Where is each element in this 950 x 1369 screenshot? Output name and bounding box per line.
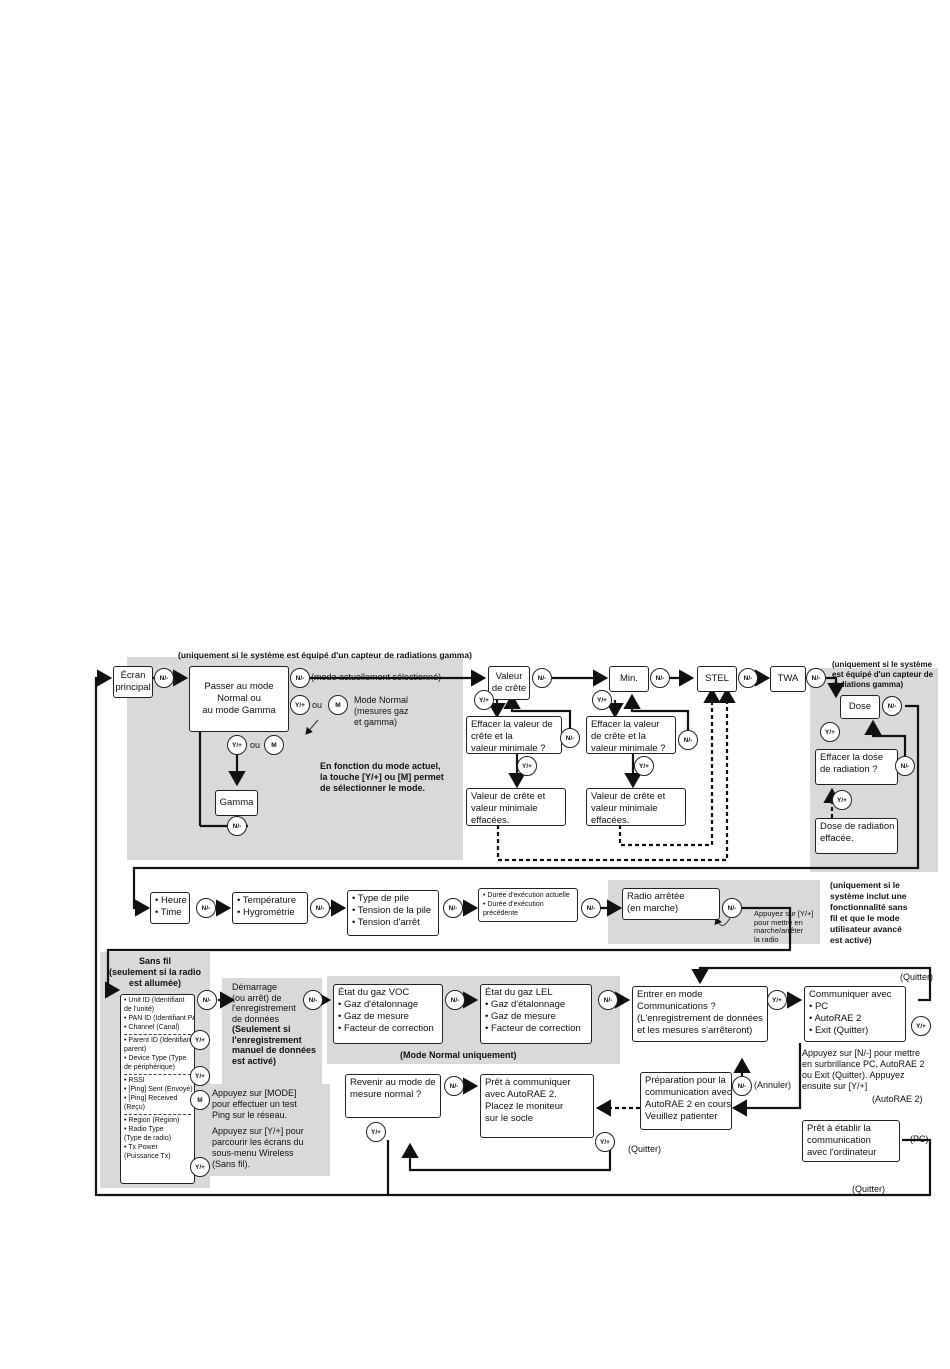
n-button[interactable]: N/- xyxy=(154,668,174,688)
n-button[interactable]: N/- xyxy=(196,898,216,918)
dose-box[interactable]: Dose xyxy=(840,695,880,719)
y-button[interactable]: Y/+ xyxy=(474,690,494,710)
m-button[interactable]: M xyxy=(328,695,348,715)
y-button[interactable]: Y/+ xyxy=(366,1122,386,1142)
quitter-mid-label: (Quitter) xyxy=(628,1144,662,1154)
n-button[interactable]: N/- xyxy=(445,990,465,1010)
n-button[interactable]: N/- xyxy=(443,898,463,918)
autorae2-label: (AutoRAE 2) xyxy=(872,1094,923,1104)
y-button[interactable]: Y/+ xyxy=(592,690,612,710)
y-button[interactable]: Y/+ xyxy=(190,1157,210,1177)
voc-box[interactable]: État du gaz VOC• Gaz d'étalonnage• Gaz d… xyxy=(333,984,443,1044)
pile-box[interactable]: • Type de pile• Tension de la pile• Tens… xyxy=(347,890,439,936)
pc-label: (PC) xyxy=(910,1134,929,1144)
y-button[interactable]: Y/+ xyxy=(595,1132,615,1152)
n-button[interactable]: N/- xyxy=(678,730,698,750)
ping-region xyxy=(210,1084,330,1176)
n-button[interactable]: N/- xyxy=(882,696,902,716)
y-button[interactable]: Y/+ xyxy=(820,722,840,742)
gamma-region xyxy=(127,657,463,860)
lel-box[interactable]: État du gaz LEL• Gaz d'étalonnage• Gaz d… xyxy=(480,984,592,1044)
n-button[interactable]: N/- xyxy=(560,728,580,748)
heure-box[interactable]: • Heure• Time xyxy=(150,892,190,924)
mode-normal-only-label: (Mode Normal uniquement) xyxy=(400,1050,517,1060)
n-button[interactable]: N/- xyxy=(532,668,552,688)
communiquer-box[interactable]: Communiquer avec• PC• AutoRAE 2• Exit (Q… xyxy=(804,986,906,1042)
n-button[interactable]: N/- xyxy=(581,898,601,918)
y-button[interactable]: Y/+ xyxy=(290,695,310,715)
y-button[interactable]: Y/+ xyxy=(832,790,852,810)
n-button[interactable]: N/- xyxy=(895,756,915,776)
annuler-label: (Annuler) xyxy=(754,1080,792,1090)
n-button[interactable]: N/- xyxy=(732,1076,752,1096)
n-button[interactable]: N/- xyxy=(806,668,826,688)
y-button[interactable]: Y/+ xyxy=(634,756,654,776)
n-button[interactable]: N/- xyxy=(444,1076,464,1096)
appuyez-mode-label: Appuyez sur [MODE]pour effectuer un test… xyxy=(212,1088,297,1120)
y-button[interactable]: Y/+ xyxy=(227,735,247,755)
n-button[interactable]: N/- xyxy=(722,898,742,918)
n-button[interactable]: N/- xyxy=(598,990,618,1010)
en-fonction-label: En fonction du mode actuel,la touche [Y/… xyxy=(320,761,444,793)
ou-label-2: ou xyxy=(250,740,261,750)
ou-label-1: ou xyxy=(312,700,323,710)
temperature-box[interactable]: • Température• Hygrométrie xyxy=(232,892,308,924)
y-button[interactable]: Y/+ xyxy=(911,1016,931,1036)
gamma-only-label: (uniquement si le système est équipé d'u… xyxy=(178,650,472,660)
y-button[interactable]: Y/+ xyxy=(190,1066,210,1086)
stel-box[interactable]: STEL xyxy=(697,666,737,692)
gamma-box[interactable]: Gamma xyxy=(215,790,258,816)
n-button[interactable]: N/- xyxy=(650,668,670,688)
twa-box[interactable]: TWA xyxy=(770,666,806,692)
y-button[interactable]: Y/+ xyxy=(517,756,537,776)
m-button[interactable]: M xyxy=(264,735,284,755)
mode-actuel-label: (mode actuellement sélectionné) xyxy=(311,672,442,682)
n-button[interactable]: N/- xyxy=(303,990,323,1010)
n-button[interactable]: N/- xyxy=(310,898,330,918)
radio-box[interactable]: Radio arrêtée(en marche) xyxy=(622,888,720,920)
duree-box[interactable]: • Durée d'exécution actuelle• Durée d'ex… xyxy=(478,888,578,922)
quitter-bottom-label: (Quitter) xyxy=(852,1184,886,1194)
y-button[interactable]: Y/+ xyxy=(767,990,787,1010)
n-button[interactable]: N/- xyxy=(227,816,247,836)
n-button[interactable]: N/- xyxy=(197,990,217,1010)
min-box[interactable]: Min. xyxy=(609,666,649,692)
n-button[interactable]: N/- xyxy=(738,668,758,688)
quitter-top-label: (Quitter) xyxy=(900,972,934,982)
m-button[interactable]: M xyxy=(190,1090,210,1110)
y-button[interactable]: Y/+ xyxy=(190,1030,210,1050)
n-button[interactable]: N/- xyxy=(290,668,310,688)
